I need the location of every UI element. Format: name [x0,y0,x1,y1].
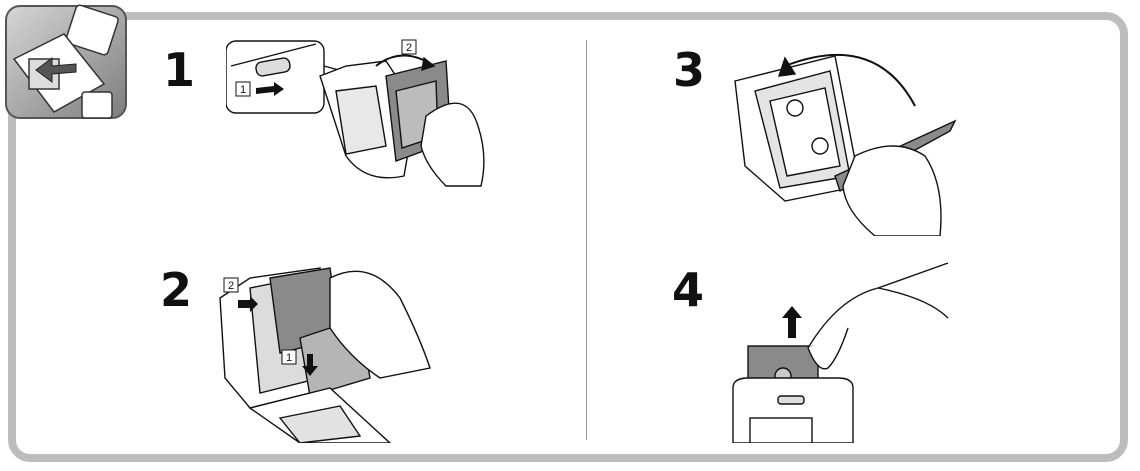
battery-cover-removal-icon [5,4,127,119]
instruction-panel [8,12,1128,462]
close-cover-illustration [734,53,957,236]
step2-callout-1: 1 [286,352,292,364]
column-divider [586,40,587,440]
remove-film-pack-illustration: 2 1 [219,267,431,443]
step1-callout-2: 2 [406,42,412,54]
step-number-4: 4 [672,263,705,317]
step2-callout-2: 2 [228,280,234,292]
slide-and-open-cover-illustration: 1 2 [226,39,485,187]
pull-out-film-illustration [732,262,949,443]
step-number-3: 3 [673,43,706,97]
step-number-2: 2 [160,263,193,317]
step-number-1: 1 [163,43,196,97]
step1-callout-1: 1 [240,84,246,96]
